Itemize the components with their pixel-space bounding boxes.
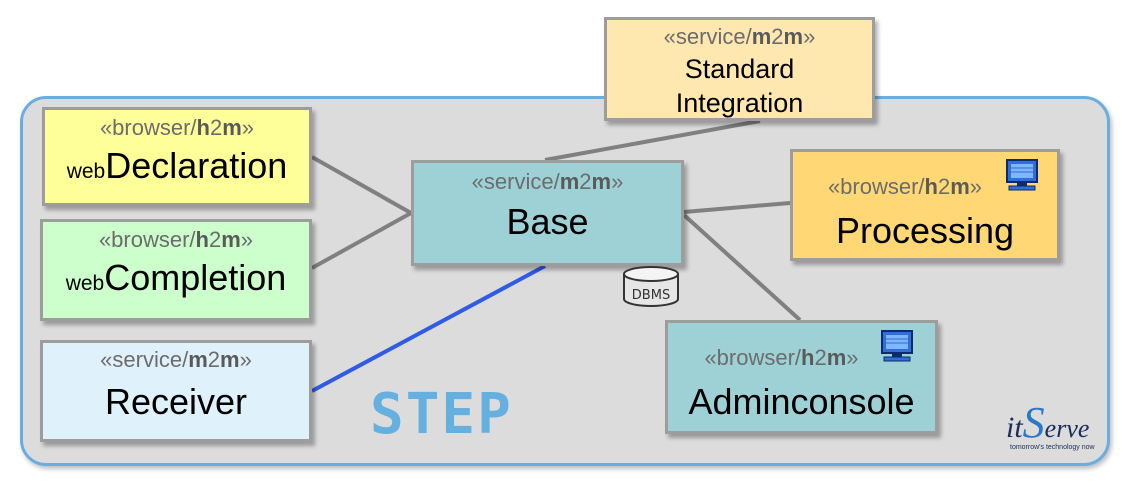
node-name: Adminconsole <box>688 381 915 422</box>
stereotype-label: «browser/h2m» <box>98 227 254 252</box>
node-web-declaration: «browser/h2m» webDeclaration <box>42 107 312 206</box>
logo-tagline: tomorrow's technology now <box>1010 444 1095 451</box>
node-name-line1: Standard <box>684 54 795 84</box>
node-name-line2: Integration <box>675 88 804 118</box>
edge-declaration-base <box>311 155 412 215</box>
stereotype-label: «browser/h2m» <box>99 115 255 140</box>
node-name: Receiver <box>104 381 248 422</box>
stereotype-label: «service/m2m» <box>471 169 624 194</box>
node-name: webCompletion <box>65 257 287 298</box>
node-name: webDeclaration <box>66 145 288 186</box>
container-label: STEP <box>370 382 513 447</box>
edge-processing-base <box>683 201 791 214</box>
edge-receiver-base <box>311 264 546 393</box>
node-base: «service/m2m» Base <box>411 160 684 266</box>
node-processing: «browser/h2m» Processing <box>790 149 1060 261</box>
stereotype-label: «browser/h2m» <box>704 345 859 370</box>
edge-completion-base <box>311 211 412 270</box>
itserve-logo: itServe tomorrow's technology now <box>1006 397 1106 459</box>
node-name: Processing <box>835 210 1015 251</box>
node-receiver: «service/m2m» Receiver <box>40 340 312 442</box>
database-label: DBMS <box>632 288 670 303</box>
database-icon: DBMS <box>623 266 679 307</box>
edge-admin-base <box>682 213 802 322</box>
stereotype-label: «service/m2m» <box>663 24 816 49</box>
stereotype-label: «browser/h2m» <box>827 174 983 199</box>
edge-standard-base <box>544 119 761 162</box>
node-web-completion: «browser/h2m» webCompletion <box>40 219 312 321</box>
monitor-icon <box>1006 159 1038 191</box>
stereotype-label: «service/m2m» <box>100 347 252 372</box>
node-adminconsole: «browser/h2m» Adminconsole <box>665 320 938 434</box>
node-standard-integration: «service/m2m» Standard Integration <box>604 17 875 121</box>
monitor-icon <box>881 330 913 362</box>
node-name: Base <box>506 201 589 242</box>
